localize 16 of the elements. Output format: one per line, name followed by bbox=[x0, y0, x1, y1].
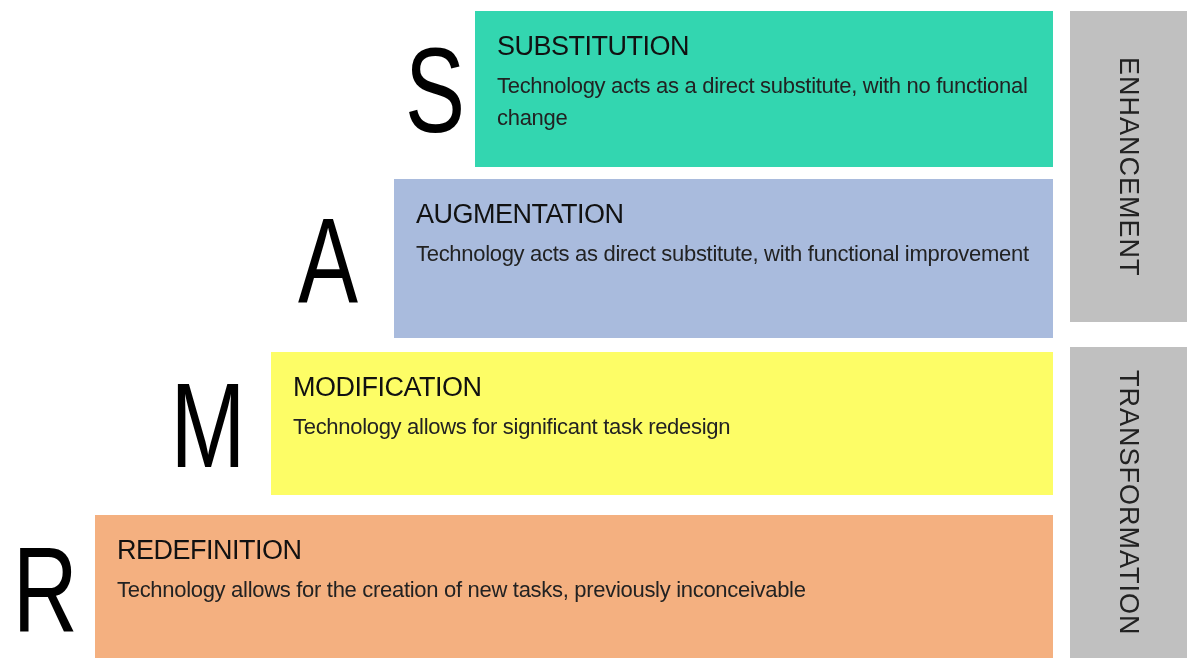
level-letter: M bbox=[170, 365, 246, 485]
level-description: Technology acts as direct substitute, with functional improvement bbox=[416, 240, 1030, 268]
level-description: Technology allows for significant task redesign bbox=[293, 413, 732, 441]
level-letter: R bbox=[12, 530, 78, 650]
level-heading: REDEFINITION bbox=[117, 535, 303, 566]
level-heading: MODIFICATION bbox=[293, 372, 483, 403]
level-description: Technology allows for the creation of new tasks, previously inconceivable bbox=[117, 576, 807, 604]
level-description: Technology acts as a direct substitute, with no functional change bbox=[497, 72, 1029, 132]
level-heading: SUBSTITUTION bbox=[497, 31, 690, 62]
category-band bbox=[1070, 11, 1187, 322]
category-band bbox=[1070, 347, 1187, 658]
category-label: ENHANCEMENT bbox=[1113, 56, 1144, 277]
level-heading: AUGMENTATION bbox=[416, 199, 625, 230]
level-letter: S bbox=[405, 30, 466, 150]
level-letter: A bbox=[298, 200, 359, 320]
category-label: TRANSFORMATION bbox=[1113, 369, 1144, 636]
